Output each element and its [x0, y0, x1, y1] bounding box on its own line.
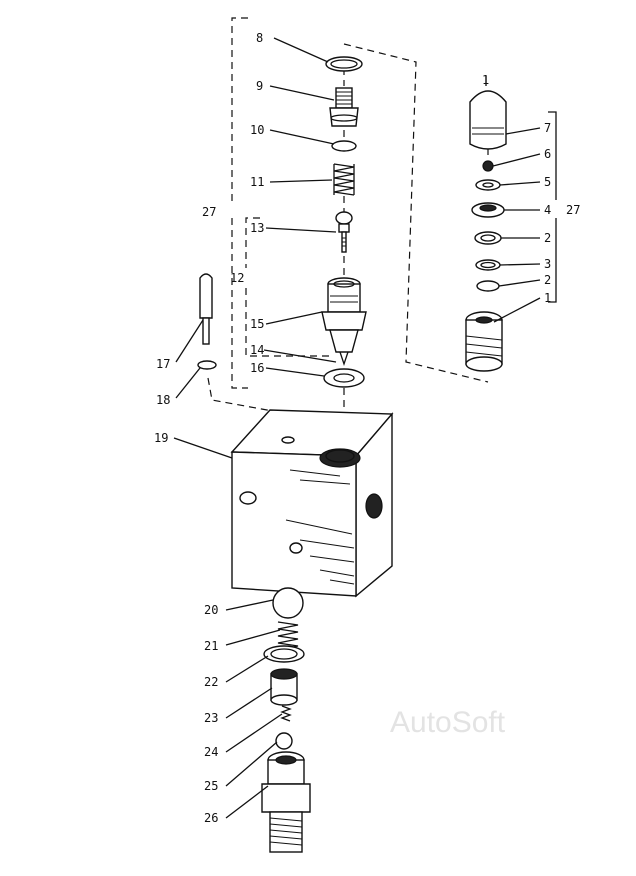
part-3-ring: [475, 259, 501, 271]
label-19: 19: [154, 431, 168, 445]
label-8: 8: [256, 31, 263, 45]
part-1-fitting: [465, 311, 503, 372]
part-7-cap: [469, 90, 507, 150]
label-14: 14: [250, 343, 264, 357]
label-1: 1: [544, 291, 551, 305]
part-17-pin: [199, 273, 213, 345]
part-2-upper-ring: [474, 231, 502, 245]
part-24-small-spring: [280, 705, 292, 722]
label-16: 16: [250, 361, 264, 375]
assembly-27-bracket-right: [548, 111, 557, 303]
label-2-lower: 2: [544, 273, 551, 287]
part-23-sleeve: [270, 668, 298, 706]
label-21: 21: [204, 639, 218, 653]
label-5: 5: [544, 175, 551, 189]
part-10-oring: [331, 140, 357, 152]
part-16-washer: [323, 368, 365, 388]
label-26: 26: [204, 811, 218, 825]
part-25-small-ball: [275, 732, 293, 750]
label-17: 17: [156, 357, 170, 371]
part-15-seat: [321, 277, 367, 367]
label-13: 13: [250, 221, 264, 235]
label-15: 15: [250, 317, 264, 331]
part-2-lower-ring: [476, 280, 500, 292]
watermark-text: AutoSoft: [390, 706, 506, 739]
label-6: 6: [544, 147, 551, 161]
part-6-ball: [482, 160, 494, 172]
label-1-top: 1: [482, 73, 489, 87]
label-25: 25: [204, 779, 218, 793]
part-26-threaded-fitting: [261, 751, 311, 853]
label-9: 9: [256, 79, 263, 93]
part-18-ring: [197, 360, 217, 370]
label-3: 3: [544, 257, 551, 271]
label-27-right: 27: [566, 203, 580, 217]
part-8-oring: [325, 56, 363, 72]
leader-lines: [173, 37, 541, 819]
part-4-nut: [471, 202, 505, 218]
label-23: 23: [204, 711, 218, 725]
label-7: 7: [544, 121, 551, 135]
assembly-27-bracket-left: [231, 17, 248, 389]
label-24: 24: [204, 745, 218, 759]
part-22-ring: [263, 645, 305, 663]
part-19-valve-block: [230, 409, 394, 598]
label-22: 22: [204, 675, 218, 689]
label-11: 11: [250, 175, 264, 189]
part-5-washer: [475, 179, 501, 191]
label-4: 4: [544, 203, 551, 217]
label-18: 18: [156, 393, 170, 407]
part-9-valve-head: [329, 87, 359, 127]
assembly-12-bracket: [245, 217, 332, 357]
label-12: 12: [230, 271, 244, 285]
label-2-upper: 2: [544, 231, 551, 245]
label-10: 10: [250, 123, 264, 137]
part-21-spring: [277, 621, 299, 651]
part-11-spring: [333, 163, 355, 196]
part-20-ball: [272, 587, 304, 619]
part-number-labels: 8 9 10 11 27 13 12 15 14 16 17 18 19 20 …: [154, 31, 580, 825]
label-27-left: 27: [202, 205, 216, 219]
label-20: 20: [204, 603, 218, 617]
part-13-stem: [335, 211, 353, 253]
